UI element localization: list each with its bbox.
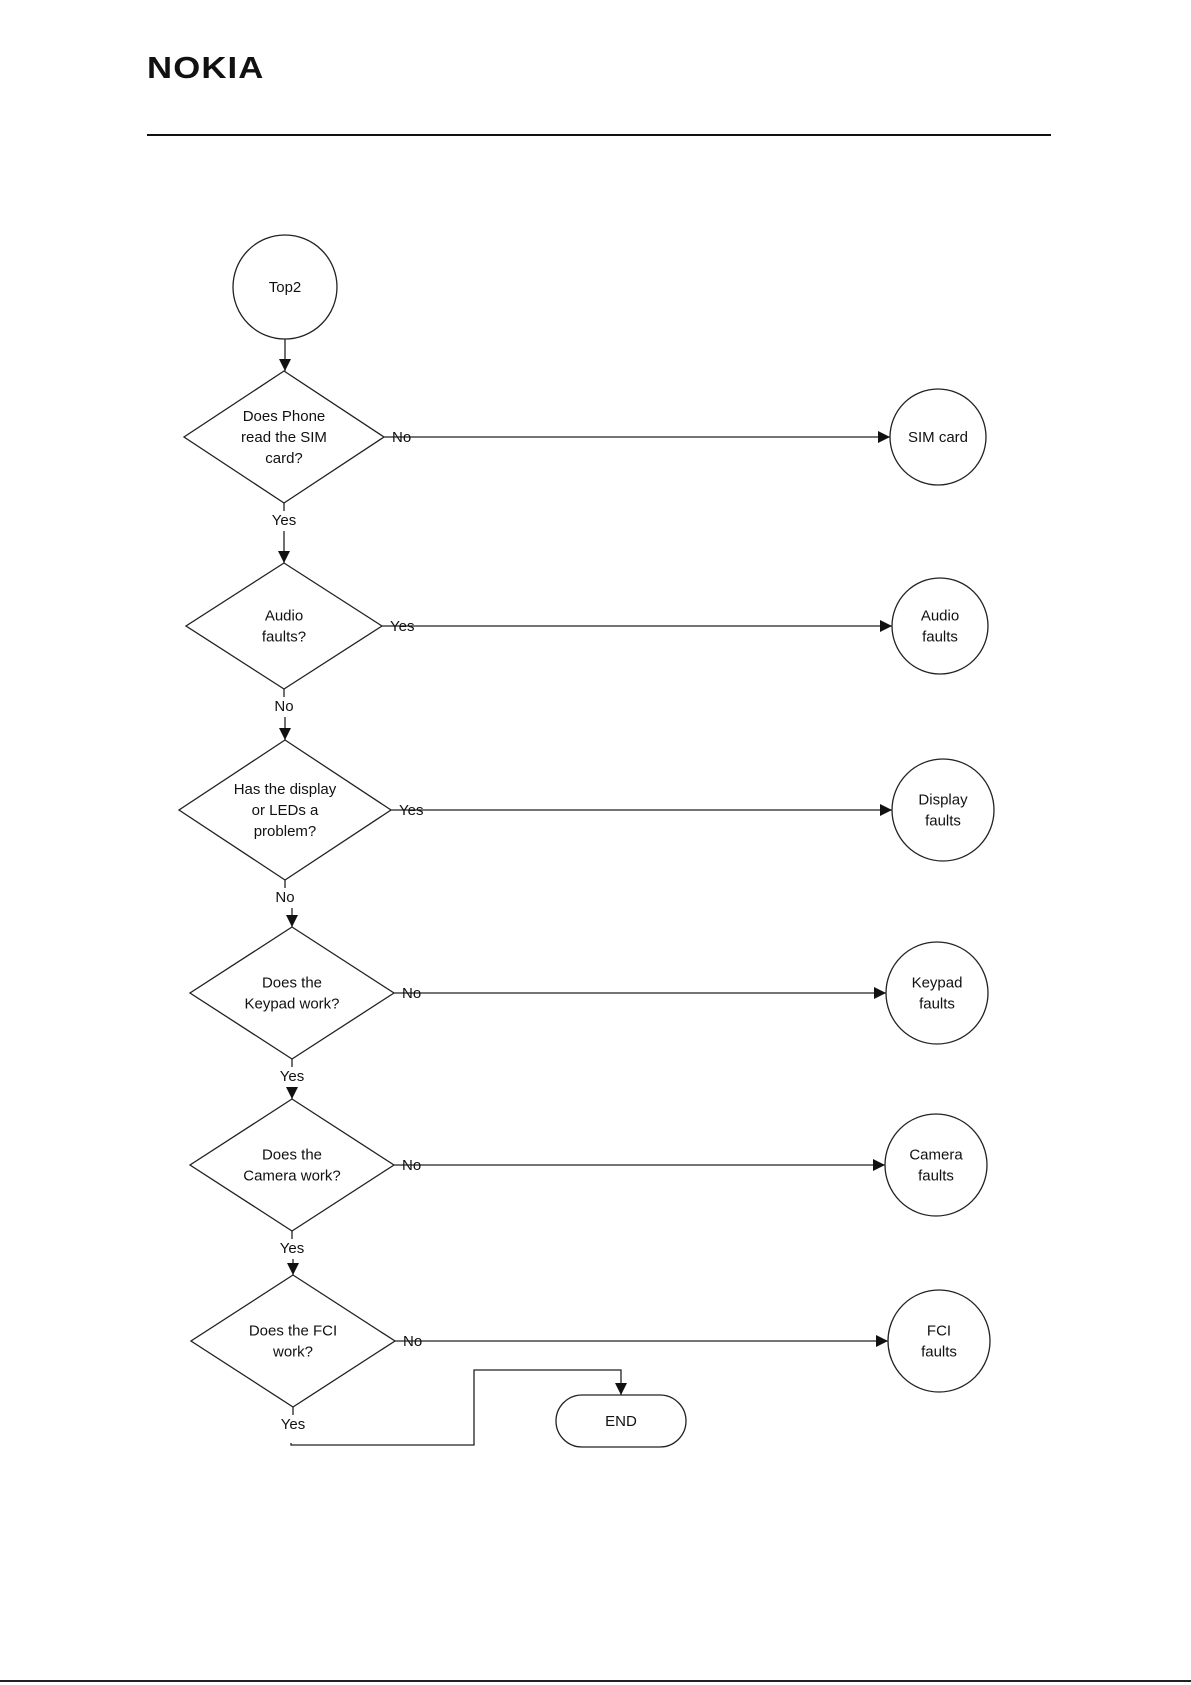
outcome-circle xyxy=(892,578,988,674)
outcome-5: Camera faults xyxy=(885,1114,987,1216)
decision-diamond xyxy=(186,563,382,689)
branch-1: No xyxy=(384,429,890,446)
outcome-1: SIM card xyxy=(890,389,986,485)
end-label: END xyxy=(605,1413,637,1430)
outcome-text: Camera xyxy=(909,1147,963,1164)
outcome-circle xyxy=(886,942,988,1044)
outcome-circle xyxy=(888,1290,990,1392)
outcome-text: FCI xyxy=(927,1323,951,1340)
branch-3: Yes xyxy=(391,802,892,819)
arrow-head xyxy=(880,620,892,632)
outcome-3: Display faults xyxy=(892,759,994,861)
branch-5: No xyxy=(394,1157,885,1174)
outcome-text: Audio xyxy=(921,608,959,625)
arrow-head xyxy=(286,915,298,927)
branch-label: No xyxy=(402,1157,421,1174)
outcome-circle xyxy=(885,1114,987,1216)
branch-label: Yes xyxy=(390,618,414,635)
branch-label: No xyxy=(402,985,421,1002)
arrow-head xyxy=(278,551,290,563)
next-1: Yes xyxy=(272,503,296,563)
next-5: Yes xyxy=(280,1231,304,1275)
decision-3: Has the display or LEDs a problem? xyxy=(179,740,391,880)
arrow-head xyxy=(873,1159,885,1171)
branch-label: No xyxy=(403,1333,422,1350)
decision-6: Does the FCI work? xyxy=(191,1275,395,1407)
branch-label: Yes xyxy=(399,802,423,819)
branch-6: No xyxy=(395,1333,888,1350)
arrow-head xyxy=(287,1263,299,1275)
next-label: Yes xyxy=(280,1068,304,1085)
next-label: Yes xyxy=(281,1416,305,1433)
next-label: Yes xyxy=(280,1240,304,1257)
next-3: No xyxy=(275,880,298,927)
outcome-text: faults xyxy=(922,629,958,646)
decision-text: card? xyxy=(265,450,303,467)
end-node: END xyxy=(556,1395,686,1447)
arrow-head xyxy=(286,1087,298,1099)
decision-1: Does Phone read the SIM card? xyxy=(184,371,384,503)
outcome-text: Display xyxy=(918,792,968,809)
decision-text: read the SIM xyxy=(241,429,327,446)
decision-text: Does the xyxy=(262,1147,322,1164)
start-node: Top2 xyxy=(233,235,337,339)
next-4: Yes xyxy=(280,1059,304,1099)
outcome-text: faults xyxy=(919,996,955,1013)
next-label: No xyxy=(275,889,294,906)
decision-text: Keypad work? xyxy=(244,996,339,1013)
decision-text: work? xyxy=(272,1344,313,1361)
outcome-text: faults xyxy=(925,813,961,830)
decision-text: Has the display xyxy=(234,781,337,798)
branch-label: No xyxy=(392,429,411,446)
decision-diamond xyxy=(190,1099,394,1231)
next-label: Yes xyxy=(272,512,296,529)
branch-2: Yes xyxy=(382,618,892,635)
outcome-text: SIM card xyxy=(908,429,968,446)
edge-start-to-decision-1 xyxy=(279,339,291,371)
outcome-4: Keypad faults xyxy=(886,942,988,1044)
outcome-circle xyxy=(892,759,994,861)
outcome-text: Keypad xyxy=(912,975,963,992)
branch-4: No xyxy=(394,985,886,1002)
decision-text: problem? xyxy=(254,823,317,840)
next-2: No xyxy=(274,689,293,740)
outcome-text: faults xyxy=(921,1344,957,1361)
decision-2: Audio faults? xyxy=(186,563,382,689)
decision-text: Does Phone xyxy=(243,408,326,425)
arrow-head xyxy=(279,359,291,371)
decision-text: or LEDs a xyxy=(252,802,319,819)
arrow-head xyxy=(874,987,886,999)
decision-text: Audio xyxy=(265,608,303,625)
decision-diamond xyxy=(191,1275,395,1407)
outcome-2: Audio faults xyxy=(892,578,988,674)
arrow-head xyxy=(279,728,291,740)
decision-diamond xyxy=(190,927,394,1059)
outcome-text: faults xyxy=(918,1168,954,1185)
outcome-6: FCI faults xyxy=(888,1290,990,1392)
next-label: No xyxy=(274,698,293,715)
arrow-head xyxy=(878,431,890,443)
decision-text: Does the FCI xyxy=(249,1323,337,1340)
arrow-head xyxy=(876,1335,888,1347)
arrow-head xyxy=(880,804,892,816)
decision-text: Camera work? xyxy=(243,1168,341,1185)
start-label: Top2 xyxy=(269,279,302,296)
arrow-head xyxy=(615,1383,627,1395)
decision-text: Does the xyxy=(262,975,322,992)
footer-rule xyxy=(0,1680,1191,1682)
decision-text: faults? xyxy=(262,629,306,646)
